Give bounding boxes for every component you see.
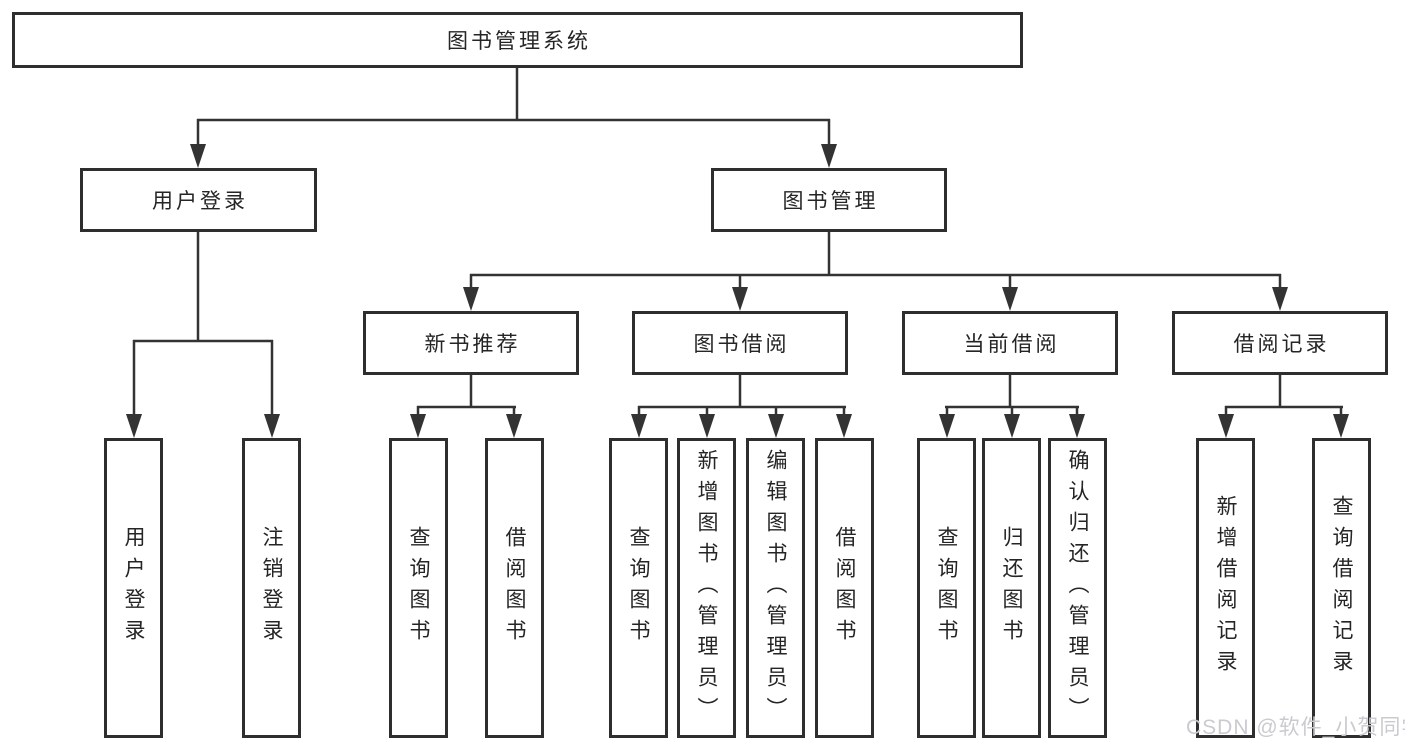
leaf-return-books: 归还图书 bbox=[982, 438, 1041, 738]
node-library-management-system: 图书管理系统 bbox=[12, 12, 1023, 68]
node-label: 借阅图书 bbox=[833, 526, 857, 650]
node-borrowing-records: 借阅记录 bbox=[1172, 311, 1388, 375]
leaf-confirm-return-admin: 确认归还（管理员） bbox=[1048, 438, 1107, 738]
node-label: 图书管理系统 bbox=[447, 30, 591, 53]
leaf-user-login: 用户登录 bbox=[104, 438, 163, 738]
node-book-management: 图书管理 bbox=[711, 168, 947, 232]
leaf-query-books-borrowing: 查询图书 bbox=[609, 438, 668, 738]
node-label: 新增图书（管理员） bbox=[695, 448, 719, 728]
node-label: 新书推荐 bbox=[424, 333, 521, 356]
node-book-borrowing: 图书借阅 bbox=[632, 311, 848, 375]
node-label: 图书管理 bbox=[782, 190, 879, 213]
node-label: 当前借阅 bbox=[963, 333, 1060, 356]
node-label: 借阅图书 bbox=[503, 526, 527, 650]
leaf-logout: 注销登录 bbox=[242, 438, 301, 738]
leaf-add-borrow-record: 新增借阅记录 bbox=[1196, 438, 1255, 738]
node-label: 图书借阅 bbox=[693, 333, 790, 356]
node-label: 确认归还（管理员） bbox=[1066, 448, 1090, 728]
leaf-borrow-books-recommend: 借阅图书 bbox=[485, 438, 544, 738]
leaf-query-books-recommend: 查询图书 bbox=[389, 438, 448, 738]
leaf-query-books-current: 查询图书 bbox=[917, 438, 976, 738]
leaf-add-books-admin: 新增图书（管理员） bbox=[677, 438, 736, 738]
node-label: 用户登录 bbox=[122, 526, 146, 650]
leaf-query-borrow-record: 查询借阅记录 bbox=[1312, 438, 1371, 738]
node-label: 归还图书 bbox=[1000, 526, 1024, 650]
csdn-watermark: CSDN @软件_小贺同学 bbox=[1186, 716, 1405, 739]
node-label: 编辑图书（管理员） bbox=[764, 448, 788, 728]
leaf-borrow-books-borrowing: 借阅图书 bbox=[815, 438, 874, 738]
node-label: 借阅记录 bbox=[1233, 333, 1330, 356]
node-label: 查询图书 bbox=[627, 526, 651, 650]
node-current-borrowing: 当前借阅 bbox=[902, 311, 1118, 375]
node-label: 用户登录 bbox=[152, 190, 248, 213]
leaf-edit-books-admin: 编辑图书（管理员） bbox=[746, 438, 805, 738]
node-label: 查询借阅记录 bbox=[1330, 495, 1354, 681]
node-label: 注销登录 bbox=[260, 526, 284, 650]
node-user-login: 用户登录 bbox=[80, 168, 317, 232]
node-label: 查询图书 bbox=[407, 526, 431, 650]
node-label: 查询图书 bbox=[935, 526, 959, 650]
node-label: 新增借阅记录 bbox=[1214, 495, 1238, 681]
node-new-book-recommend: 新书推荐 bbox=[363, 311, 579, 375]
